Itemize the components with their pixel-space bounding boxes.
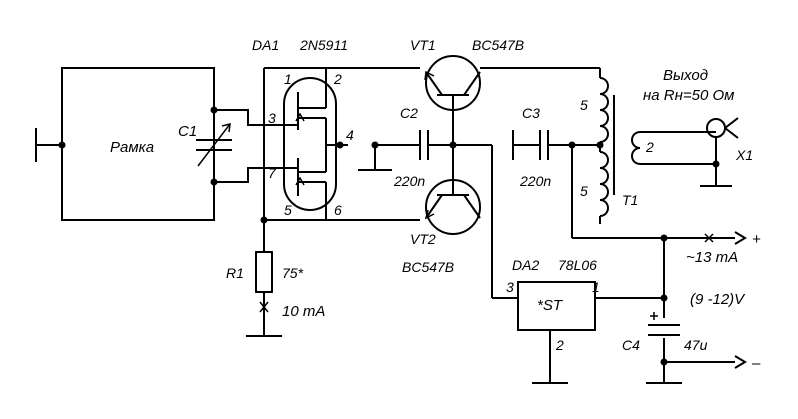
regulator-da2: DA2 78L06 *ST 3 1 2 [506, 257, 600, 384]
r1-label: R1 [226, 265, 244, 281]
minus-terminal: – [751, 355, 761, 372]
da2-part-label: 78L06 [558, 257, 597, 273]
da1-pin1: 1 [284, 71, 292, 87]
r1-current-label: 10 mA [282, 303, 325, 320]
capacitor-c3: C3 220n [512, 105, 604, 189]
t1-label: T1 [622, 192, 638, 208]
resistor-r1: R1 75* 10 mA [226, 248, 325, 337]
da1-pin5: 5 [284, 202, 292, 218]
t1-turns-top: 5 [580, 97, 588, 113]
loop-antenna: Рамка [35, 67, 215, 221]
da1-part-label: 2N5911 [299, 37, 348, 53]
da1-pin2: 2 [333, 71, 342, 87]
output-label-line1: Выход [663, 67, 708, 84]
transistor-vt2: VT2 BC547B [326, 145, 481, 275]
supply-voltage-label: (9 -12)V [690, 291, 746, 308]
transformer-t1: 5 5 2 T1 [571, 68, 735, 239]
ground-symbol-da1 [358, 141, 392, 171]
vt2-label: VT2 [410, 231, 436, 247]
x1-label: X1 [735, 147, 753, 163]
vt2-part-label: BC547B [402, 259, 454, 275]
da1-pin6: 6 [334, 202, 342, 218]
capacitor-c1: C1 [178, 106, 232, 186]
loop-label: Рамка [110, 139, 154, 156]
capacitor-c4: C4 47u [622, 312, 708, 353]
da2-pin1: 1 [592, 279, 600, 295]
power-supply-rails: + ~13 mA (9 -12)V – [595, 231, 761, 384]
c4-label: C4 [622, 337, 640, 353]
plus-terminal: + [752, 231, 761, 248]
da2-input-wire [491, 145, 518, 299]
output-label-line2: на Rн=50 Ом [643, 87, 734, 104]
da1-pin7: 7 [268, 165, 277, 181]
c4-value-label: 47u [684, 337, 708, 353]
c3-value-label: 220n [519, 173, 551, 189]
supply-current-label: ~13 mA [686, 249, 738, 266]
c1-label: C1 [178, 123, 197, 140]
da1-label: DA1 [252, 37, 279, 53]
da2-pin3: 3 [506, 279, 514, 295]
da2-pin2: 2 [555, 337, 564, 353]
c2-value-label: 220n [393, 173, 425, 189]
vt1-part-label: BC547B [472, 37, 524, 53]
capacitor-c2: C2 220n [375, 105, 492, 189]
transistor-vt1: VT1 BC547B [326, 37, 600, 149]
vt1-label: VT1 [410, 37, 436, 53]
da2-body-label: *ST [537, 297, 564, 314]
da1-pin4: 4 [346, 127, 354, 143]
c3-label: C3 [522, 105, 540, 121]
fet-da1: DA1 2N5911 1 2 3 4 5 6 7 [252, 37, 354, 248]
output-connector-x1: Выход на Rн=50 Ом X1 [643, 67, 753, 187]
t1-turns-bottom: 5 [580, 183, 588, 199]
da2-label: DA2 [512, 257, 539, 273]
t1-turns-secondary: 2 [645, 139, 654, 155]
da1-pin3: 3 [268, 110, 276, 126]
c2-label: C2 [400, 105, 418, 121]
r1-value-label: 75* [282, 265, 304, 281]
